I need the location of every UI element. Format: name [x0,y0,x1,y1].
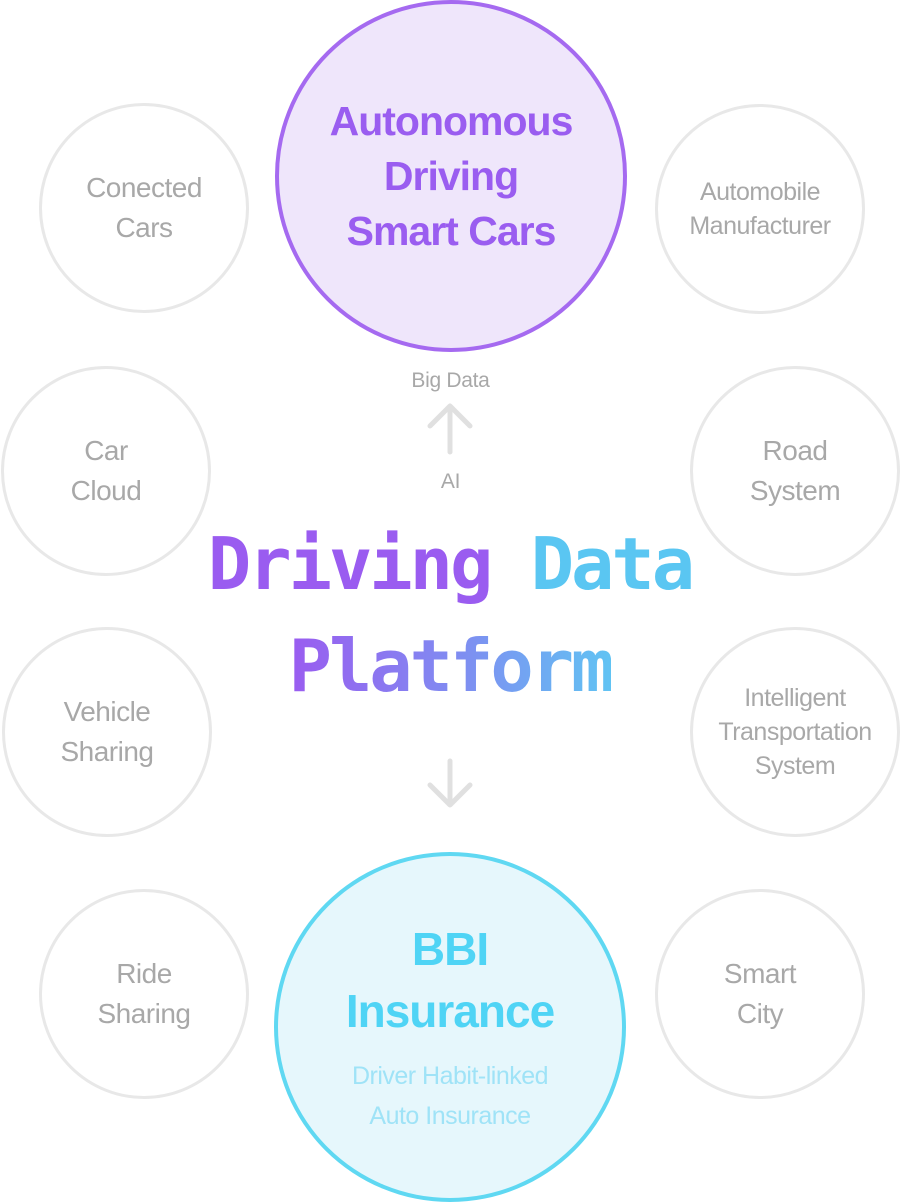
node-label-line: Transportation [718,718,872,746]
node-subtitle-line: Driver Habit-linked [351,1062,549,1090]
node-label-line: Cars [115,212,173,243]
node-road-system: Road System [690,366,900,576]
node-ride-sharing: Ride Sharing [39,889,249,1099]
platform-title-line2: Platform [150,630,750,702]
arrow-down-icon [427,758,473,808]
node-label-line: System [754,752,836,780]
node-title-line: Driving [383,152,519,199]
node-label-line: Intelligent [744,684,846,712]
node-automobile-manufacturer: Automobile Manufacturer [655,104,865,314]
node-label-line: City [736,998,784,1029]
platform-title-line1: Driving Data [150,528,750,600]
node-label-line: Vehicle [63,696,151,727]
node-title-line: Insurance [345,985,555,1037]
node-vehicle-sharing: Vehicle Sharing [2,627,212,837]
platform-title-word-data: Data [530,522,695,606]
node-label-line: Car [84,435,128,466]
ai-label: AI [440,470,461,493]
node-label-line: Sharing [97,998,191,1029]
node-label-line: Road [762,435,828,466]
platform-title-word-platform: Platform [288,624,615,708]
node-title-line: Autonomous [329,97,574,144]
node-label-line: Sharing [60,736,154,767]
node-smart-city: Smart City [655,889,865,1099]
arrow-up-icon [427,403,473,455]
node-connected-cars: Conected Cars [39,103,249,313]
node-car-cloud: Car Cloud [1,366,211,576]
node-autonomous-driving-smart-cars: Autonomous Driving Smart Cars [275,0,627,352]
node-label-line: System [749,475,841,506]
node-label-line: Ride [116,958,172,989]
node-label-line: Smart [723,958,797,989]
node-intelligent-transportation-system: Intelligent Transportation System [690,627,900,837]
node-title-line: BBI [411,923,489,975]
node-subtitle: Driver Habit-linked Auto Insurance [351,1056,549,1136]
big-data-label: Big Data [411,369,490,392]
node-label-line: Manufacturer [689,212,831,240]
node-label-line: Cloud [70,475,142,506]
node-subtitle-line: Auto Insurance [369,1102,531,1130]
node-bbi-insurance: BBI Insurance Driver Habit-linked Auto I… [274,852,626,1202]
node-label-line: Automobile [699,178,821,206]
node-label-line: Conected [86,172,202,203]
platform-title-word-driving: Driving [207,522,493,606]
node-title-line: Smart Cars [346,207,557,254]
